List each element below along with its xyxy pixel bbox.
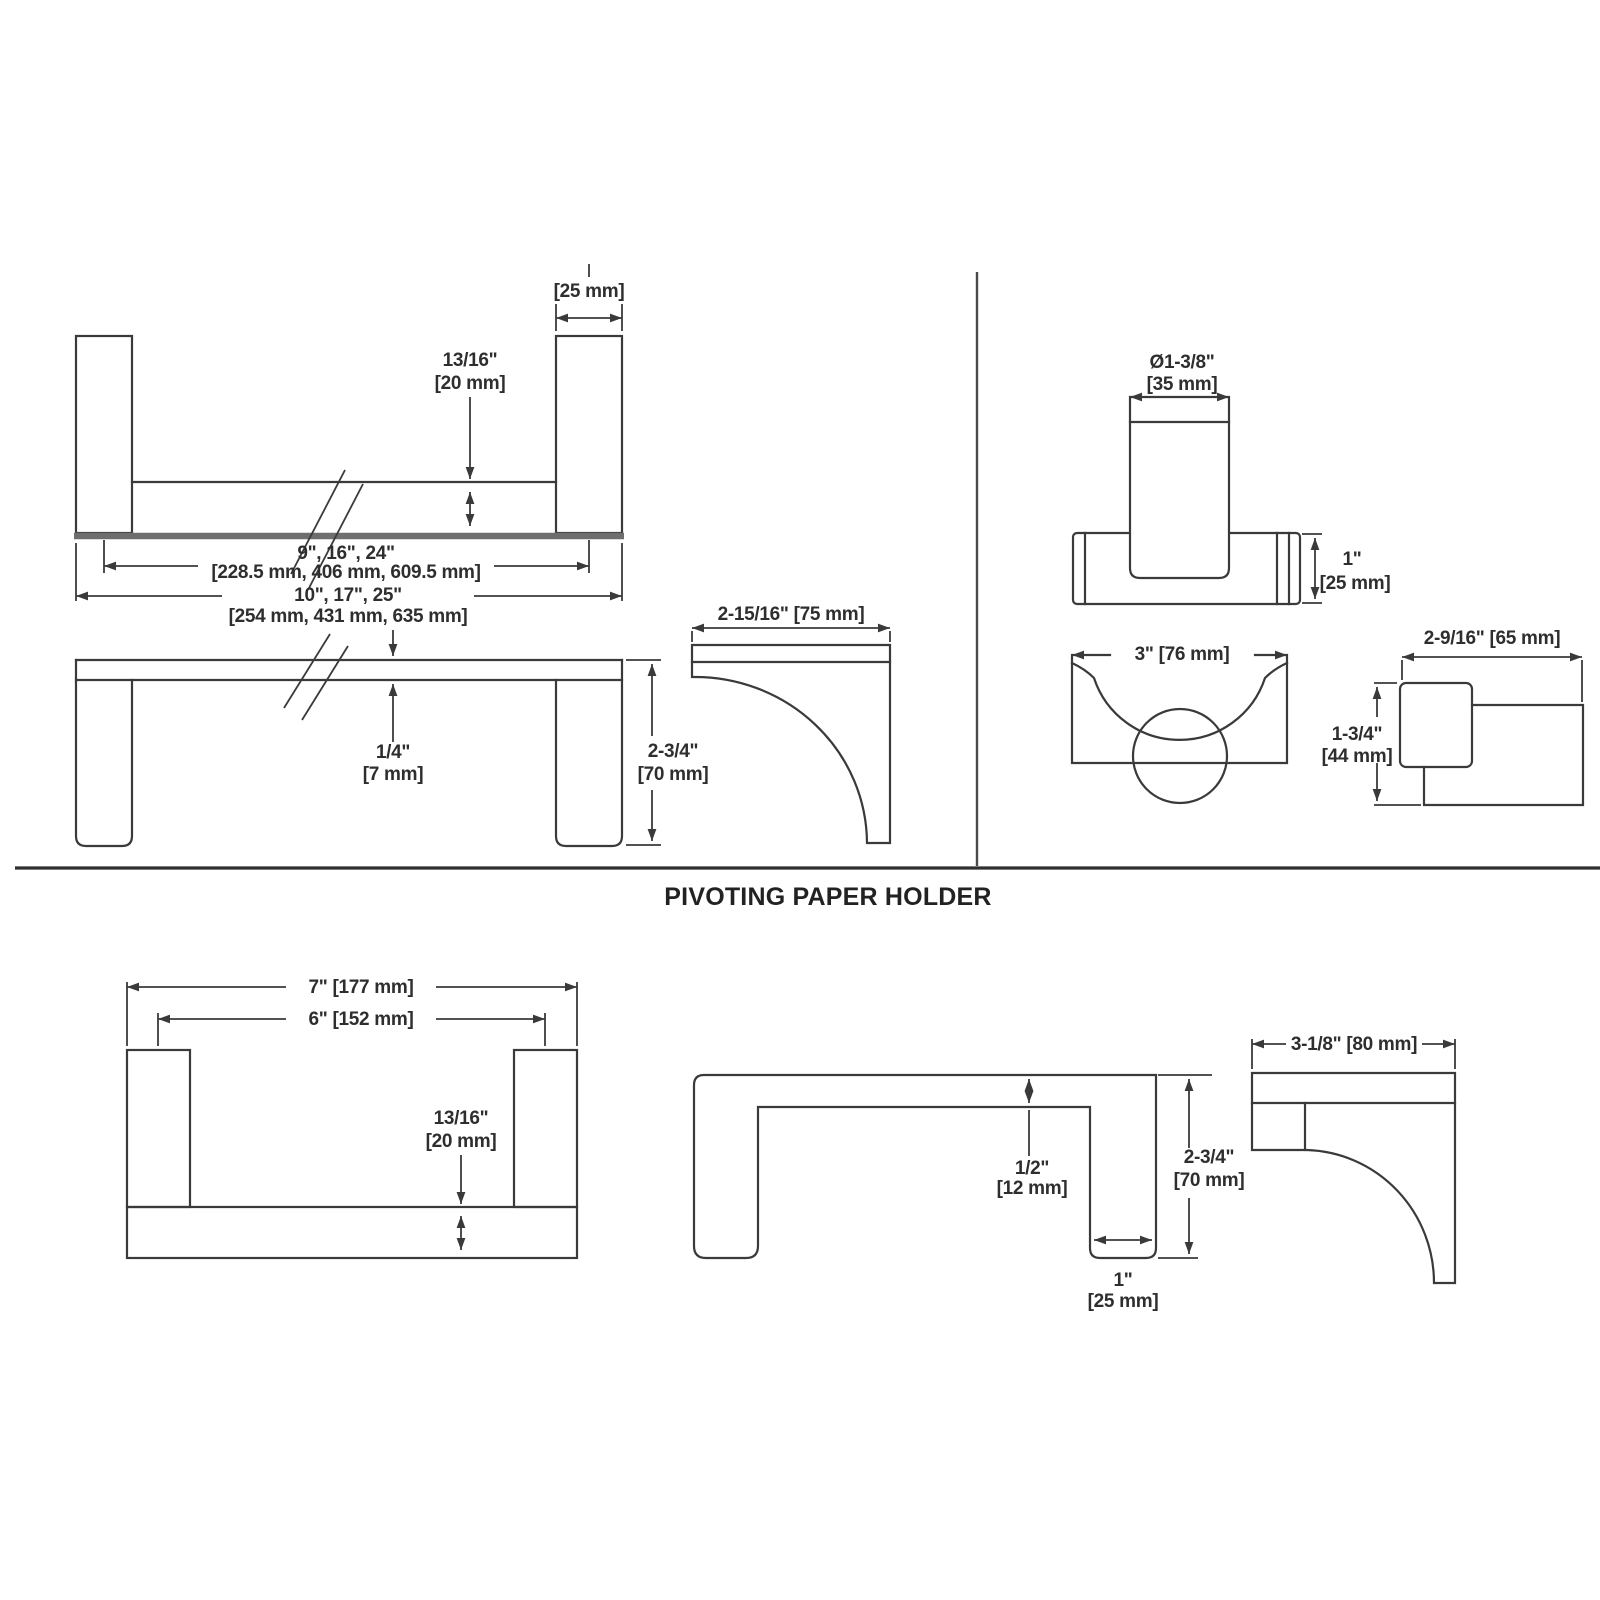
right-post-outline <box>512 1048 579 1209</box>
dim-label: 6" [152 mm] <box>309 1009 414 1030</box>
dim-label: 1" <box>1114 1270 1133 1291</box>
bracket-profile-outline <box>690 643 892 845</box>
dim-label: 1/2" <box>1015 1158 1049 1179</box>
dim-label: 3" [76 mm] <box>1135 644 1230 665</box>
break-mark <box>301 645 349 721</box>
hook-bar-side-outline <box>1422 703 1585 807</box>
section-title: PIVOTING PAPER HOLDER <box>664 883 991 911</box>
dim-label: [25 mm] <box>1320 573 1391 594</box>
dim-label: 7" [177 mm] <box>309 977 414 998</box>
dim-label: [7 mm] <box>363 764 424 785</box>
hook-post-circle <box>1131 707 1229 805</box>
dim-label: 13/16" <box>443 350 498 371</box>
dim-label: 2-15/16" [75 mm] <box>718 604 865 625</box>
break-mark <box>308 483 364 589</box>
towel-bar-top-view: 1/4" [7 mm] 2-3/4" [70 mm] <box>74 630 709 848</box>
break-mark <box>290 469 346 575</box>
hook-side-view: 2-9/16" [65 mm] 1-3/4" [44 mm] <box>1322 628 1585 807</box>
dim-label: [35 mm] <box>1147 374 1218 395</box>
dim-label: 2-3/4" <box>648 741 699 762</box>
left-bracket-outline <box>74 658 134 848</box>
hook-front-view: Ø1-3/8" [35 mm] 1" [25 mm] <box>1071 352 1391 606</box>
left-post-outline <box>125 1048 192 1209</box>
break-mark <box>283 633 331 709</box>
hook-top-view: 3" [76 mm] <box>1070 644 1289 805</box>
dim-label: [25 mm] <box>554 281 625 302</box>
bracket-profile-outline <box>1250 1071 1457 1285</box>
paper-holder-front-view: 7" [177 mm] 6" [152 mm] 13/16" [20 mm] <box>125 977 579 1260</box>
dim-label: 9", 16", 24" <box>297 543 394 564</box>
paper-holder-bracket-profile: 3-1/8" [80 mm] <box>1250 1034 1457 1285</box>
hook-bowl-curve <box>1070 661 1289 741</box>
dim-label: 10", 17", 25" <box>294 585 402 606</box>
hook-post-outline <box>1128 395 1231 580</box>
dim-label: Ø1-3/8" <box>1150 352 1215 373</box>
left-post-outline <box>74 334 134 535</box>
right-post-outline <box>554 334 624 535</box>
dim-label: [25 mm] <box>1088 1291 1159 1312</box>
dim-label: 1" <box>1343 549 1362 570</box>
dim-label: [70 mm] <box>638 764 709 785</box>
dim-label: 1-3/4" <box>1332 724 1383 745</box>
dim-label: [228.5 mm, 406 mm, 609.5 mm] <box>211 562 480 583</box>
dim-label: [70 mm] <box>1174 1170 1245 1191</box>
base-bar-outline <box>125 1205 579 1260</box>
right-bracket-outline <box>554 658 624 848</box>
towel-bar-bracket-profile: 2-15/16" [75 mm] <box>690 604 892 845</box>
dim-label: 3-1/8" [80 mm] <box>1291 1034 1417 1055</box>
dim-label: [44 mm] <box>1322 746 1393 767</box>
dim-label: 2-9/16" [65 mm] <box>1424 628 1561 649</box>
hook-end-square <box>1398 681 1474 769</box>
dim-label: [254 mm, 431 mm, 635 mm] <box>229 606 468 627</box>
dim-label: 13/16" <box>434 1108 489 1129</box>
dim-label: [20 mm] <box>435 373 506 394</box>
paper-holder-top-view: 1/2" [12 mm] 1" [25 mm] 2-3/4" [70 mm] <box>692 1073 1245 1312</box>
dim-label: 2-3/4" <box>1184 1147 1235 1168</box>
dim-label: [20 mm] <box>426 1131 497 1152</box>
towel-bar-front-view: [25 mm] 13/16" [20 mm] 9", 16", 24" [228… <box>74 264 625 627</box>
dim-label: 1/4" <box>376 742 410 763</box>
dim-label: [12 mm] <box>997 1178 1068 1199</box>
paper-holder-top-outline <box>692 1073 1158 1260</box>
